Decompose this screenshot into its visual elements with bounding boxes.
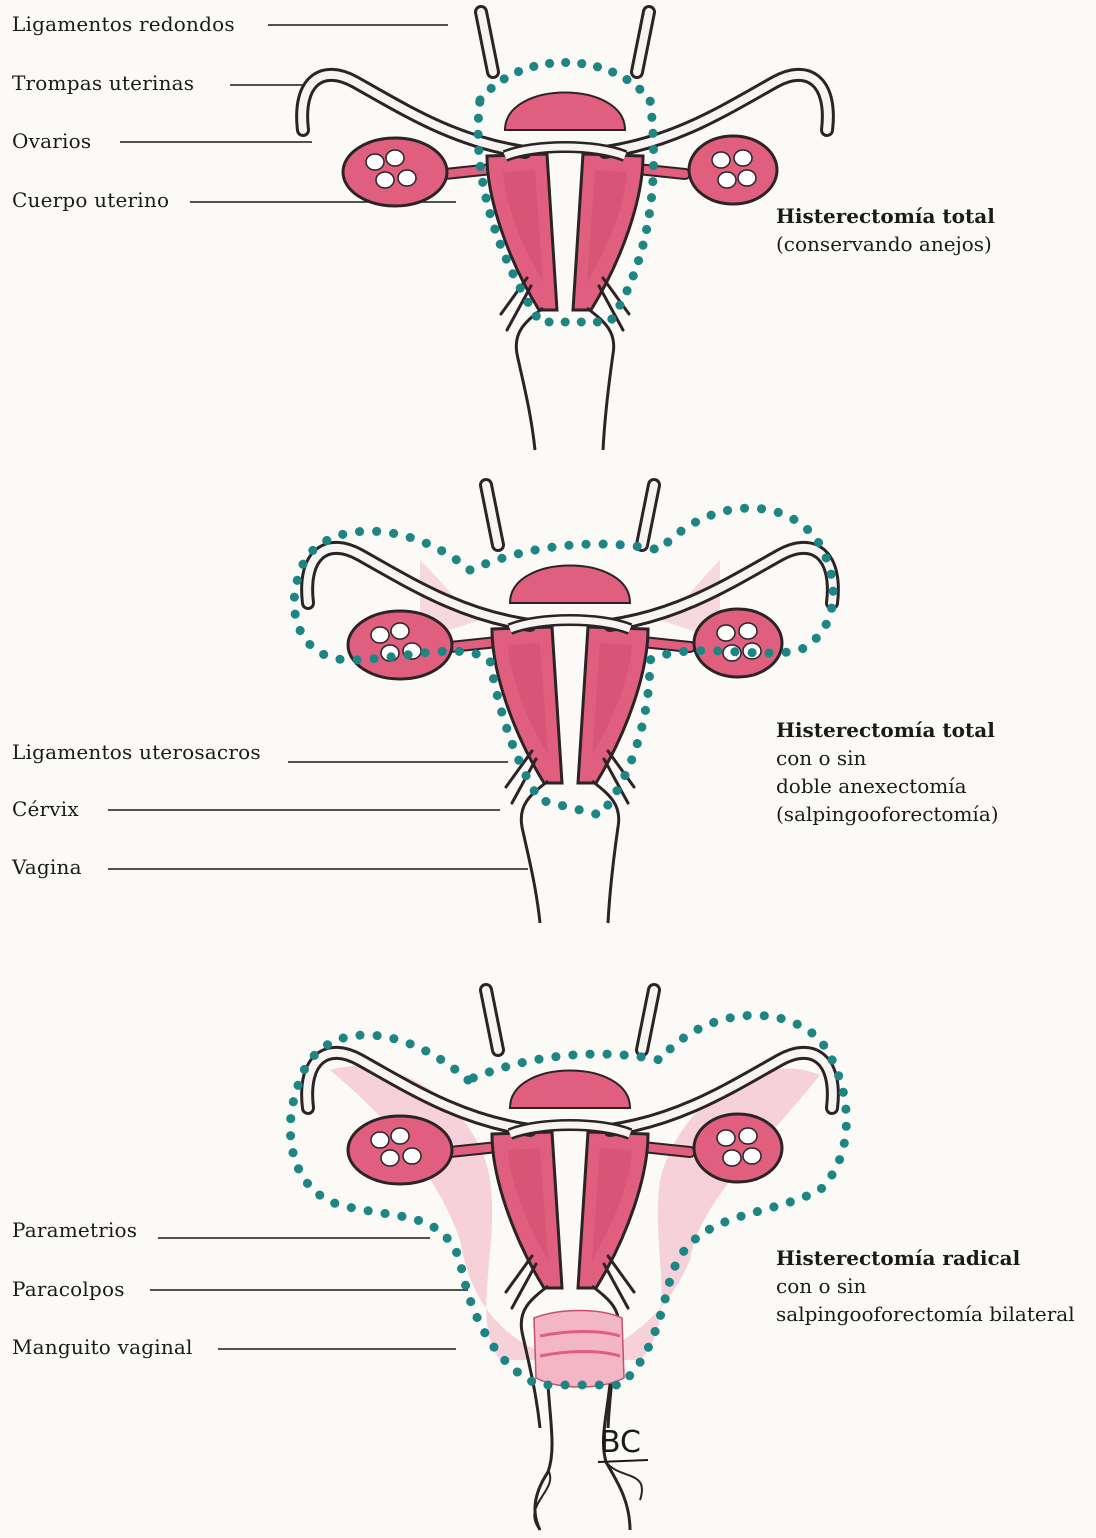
artist-signature: BC [598, 1425, 648, 1462]
signature-text: BC [600, 1425, 641, 1460]
diagram-total-with-adnexectomy [108, 485, 833, 923]
diagram-radical [150, 990, 846, 1530]
diagram-total-preserving-adnexa [120, 12, 828, 450]
